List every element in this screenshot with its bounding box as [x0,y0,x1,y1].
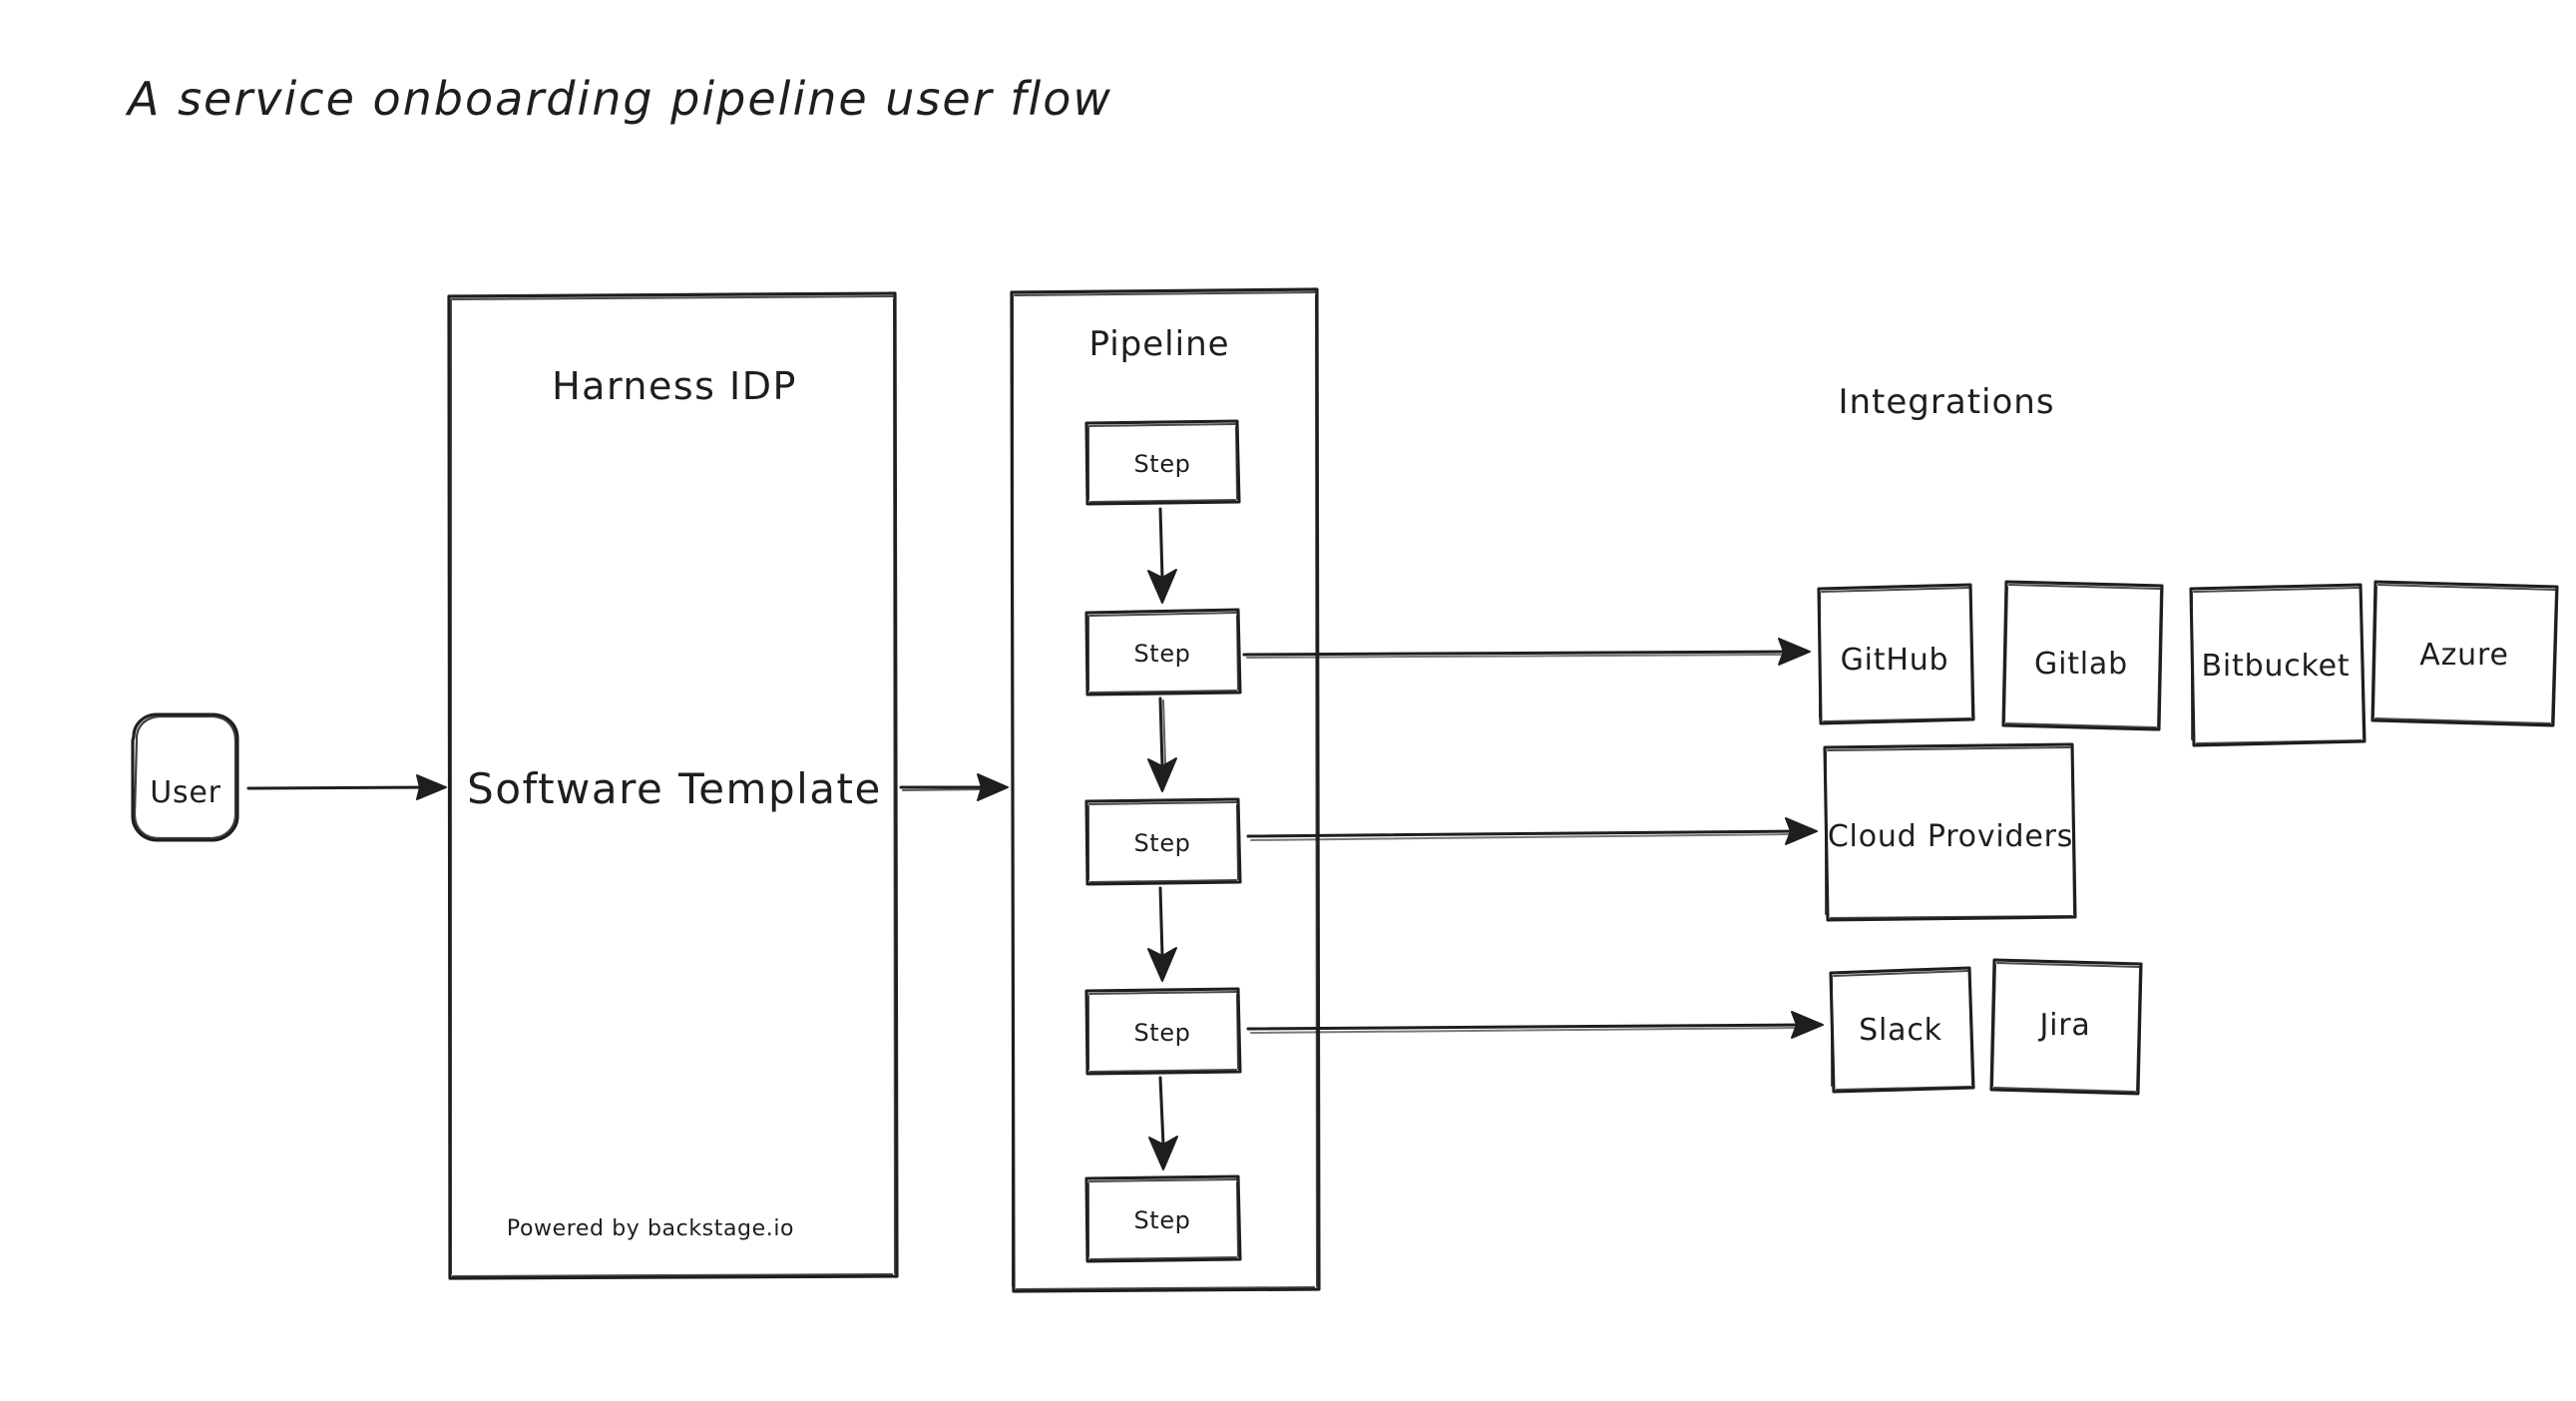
pipeline-step-4-shape [1084,987,1242,1076]
pipeline-step-2-label: Step [1133,640,1191,668]
integration-github-shape [1817,583,1975,725]
integration-azure-shape [2370,580,2559,727]
arrow-step4-to-step5 [1148,1076,1178,1170]
integration-jira-shape [1989,958,2143,1096]
pipeline-step-3-shape [1084,797,1242,886]
integrations-title: Integrations [1838,382,2055,422]
integration-slack-shape [1829,966,1975,1094]
integration-gitlab-shape [2001,580,2164,731]
integration-bitbucket-shape [2189,583,2366,747]
integration-jira-label: Jira [2039,1008,2091,1043]
user-node-shape [131,712,239,842]
pipeline-step-1-label: Step [1133,450,1191,478]
integration-azure-label: Azure [2419,638,2509,673]
pipeline-step-1-shape [1084,419,1241,506]
pipeline-step-5-shape [1084,1174,1242,1263]
page-title: A service onboarding pipeline user flow [128,72,1112,126]
integration-bitbucket-label: Bitbucket [2201,649,2351,684]
arrow-step2-to-github [1242,638,1811,666]
user-node-label: User [150,775,221,810]
pipeline-step-4-label: Step [1133,1019,1191,1047]
integration-github-label: GitHub [1840,643,1949,678]
arrow-step4-to-slack [1246,1011,1824,1039]
arrow-step3-to-cloud-providers [1246,817,1818,845]
arrow-user-to-idp [246,774,447,800]
powered-by-backstage-label: Powered by backstage.io [506,1216,795,1241]
integration-gitlab-label: Gitlab [2034,647,2128,682]
pipeline-step-2-shape [1084,608,1242,697]
pipeline-step-5-label: Step [1133,1206,1191,1234]
harness-idp-container-shape [447,291,899,1280]
arrow-step3-to-step4 [1147,886,1177,982]
arrow-step1-to-step2 [1147,507,1177,604]
software-template-label: Software Template [467,764,882,813]
pipeline-container-shape [1010,287,1321,1293]
arrow-idp-to-pipeline [899,773,1009,801]
pipeline-title: Pipeline [1088,324,1230,364]
integration-cloud-providers-label: Cloud Providers [1827,819,2074,854]
harness-idp-title: Harness IDP [552,364,797,408]
integration-slack-label: Slack [1859,1013,1942,1048]
integration-cloud-providers-shape [1823,742,2077,922]
arrow-step2-to-step3 [1147,697,1177,792]
pipeline-step-3-label: Step [1133,829,1191,857]
